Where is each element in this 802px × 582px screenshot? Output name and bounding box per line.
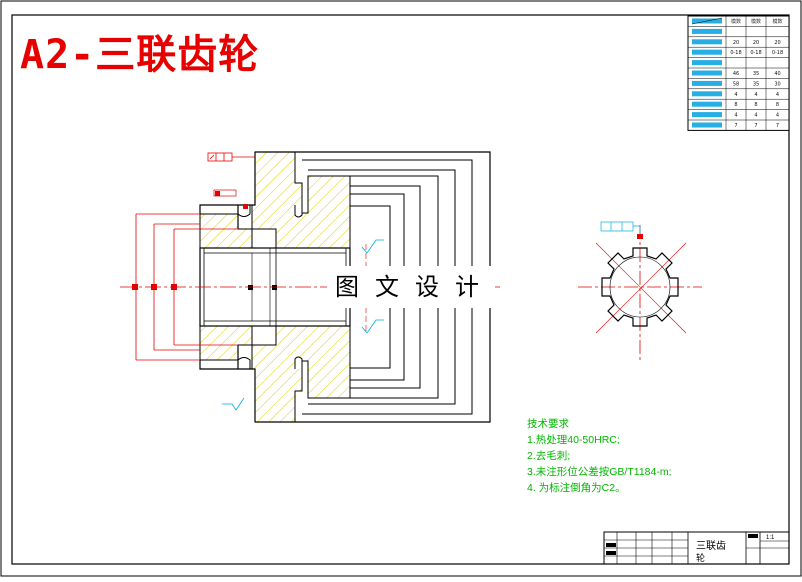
surface-finish-symbols xyxy=(222,239,384,411)
table-header-cell: 模数 xyxy=(731,18,741,25)
table-cell: 20 xyxy=(753,40,759,46)
table-cell: 7 xyxy=(754,123,757,129)
table-cell: 46 xyxy=(733,71,739,77)
table-cell: 7 xyxy=(776,123,779,129)
table-cell: 0-18 xyxy=(730,50,741,56)
part-name-line2: 轮 xyxy=(696,553,706,563)
table-cell: 4 xyxy=(734,92,737,98)
hatched-section-lower xyxy=(199,325,351,423)
table-cell: 20 xyxy=(733,40,739,46)
table-cell: 4 xyxy=(754,92,757,98)
table-cell: 7 xyxy=(734,123,737,129)
table-cell: 8 xyxy=(776,102,779,108)
table-cell: 20 xyxy=(774,40,780,46)
title-block xyxy=(603,531,790,565)
technical-requirements: 技术要求 1.热处理40-50HRC; 2.去毛刺; 3.未注形位公差按GB/T… xyxy=(527,416,672,496)
table-cell: 4 xyxy=(734,113,737,119)
drawing-title: A2-三联齿轮 xyxy=(20,32,260,78)
tech-requirement-item: 4. 为标注倒角为C2。 xyxy=(527,482,626,494)
hatched-section-upper xyxy=(199,151,351,249)
parameter-table: 模数 模数 模数 20 20 20 0-18 0-18 0-18 46 35 40 58 35 30 4 4 4 8… xyxy=(687,15,790,131)
section-view xyxy=(120,151,500,423)
table-cell: 30 xyxy=(774,81,780,87)
table-cell: 4 xyxy=(776,113,779,119)
table-cell: 40 xyxy=(774,71,780,77)
table-header-cell: 模数 xyxy=(751,18,761,25)
table-cell: 0-18 xyxy=(772,50,783,56)
tech-requirement-item: 3.未注形位公差按GB/T1184-m; xyxy=(527,466,672,478)
table-cell: 35 xyxy=(753,81,759,87)
table-cell: 35 xyxy=(753,71,759,77)
scale-value: 1:1 xyxy=(766,535,775,541)
feature-control-frame-top xyxy=(207,152,255,162)
table-cell: 0-18 xyxy=(750,50,761,56)
table-header-cell: 模数 xyxy=(772,18,782,25)
tech-requirement-item: 2.去毛刺; xyxy=(527,450,571,462)
part-name: 三联齿 xyxy=(696,541,726,552)
tech-requirements-heading: 技术要求 xyxy=(527,418,569,430)
table-cell: 4 xyxy=(754,113,757,119)
table-cell: 58 xyxy=(733,81,739,87)
inner-border xyxy=(11,14,790,565)
table-cell: 8 xyxy=(754,102,757,108)
watermark-text: 图文设计 xyxy=(327,266,495,308)
table-cell: 8 xyxy=(734,102,737,108)
end-view-spline xyxy=(578,221,702,360)
tech-requirement-item: 1.热处理40-50HRC; xyxy=(527,434,620,446)
table-cell: 4 xyxy=(776,92,779,98)
